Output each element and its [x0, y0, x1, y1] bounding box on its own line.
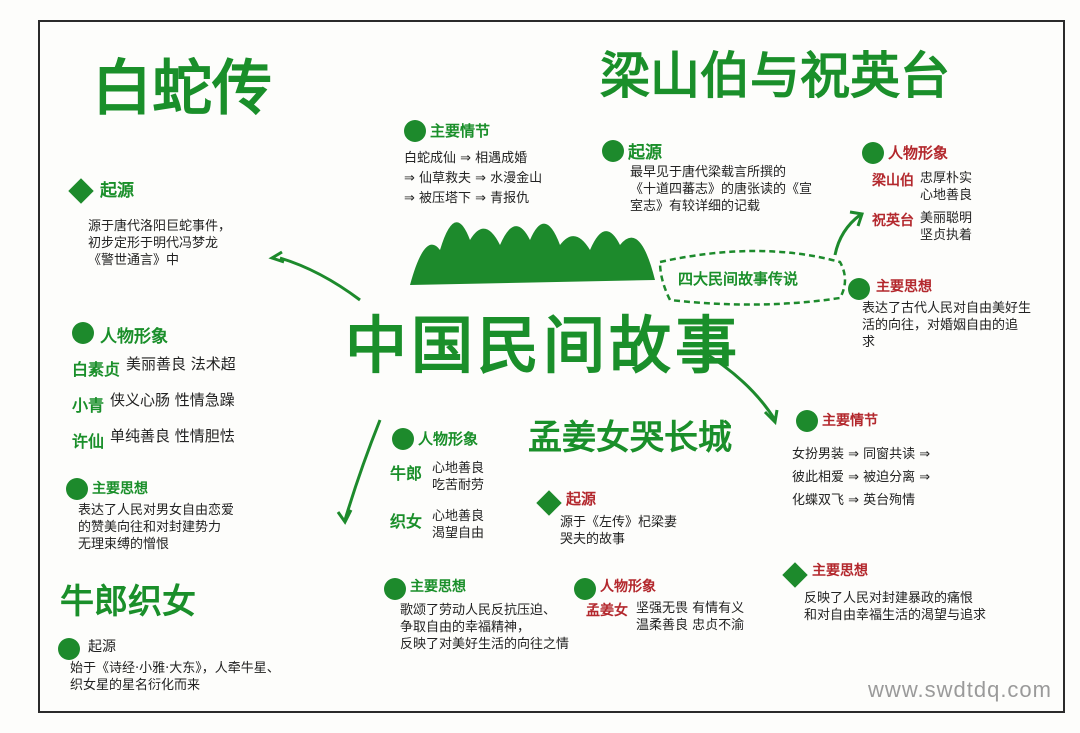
liangzhu-characters-label: 人物形象 — [888, 144, 949, 162]
niulang-characters-label: 人物形象 — [418, 430, 479, 448]
dot-icon — [574, 578, 596, 600]
dot-icon — [384, 578, 406, 600]
character-row: 梁山伯 忠厚朴实 心地善良 — [872, 170, 972, 204]
center-subtitle: 四大民间故事传说 — [678, 270, 799, 288]
niulang-origin-text: 始于《诗经·小雅·大东》，人牵牛星、 织女星的星名衍化而来 — [70, 661, 280, 693]
plot-line: 化蝶双飞 ⇒ 英台殉情 — [792, 493, 916, 508]
dot-icon — [66, 478, 88, 500]
liangzhu-character-list: 梁山伯 忠厚朴实 心地善良 祝英台 美丽聪明 坚贞执着 — [872, 170, 972, 244]
plot-line: ⇒ 被压塔下 ⇒ 青报仇 — [404, 191, 530, 206]
character-desc: 单纯善良 性情胆怯 — [110, 427, 235, 445]
character-desc: 美丽善良 法术超 — [126, 355, 236, 373]
character-row: 白素贞 美丽善良 法术超 — [72, 356, 236, 380]
character-row: 许仙 单纯善良 性情胆怯 — [72, 428, 236, 452]
baishe-characters-label: 人物形象 — [100, 327, 168, 347]
mengjiang-plot-list: 女扮男装 ⇒ 同窗共读 ⇒ 彼此相爱 ⇒ 被迫分离 ⇒ 化蝶双飞 ⇒ 英台殉情 — [792, 446, 930, 509]
character-name: 孟姜女 — [586, 603, 628, 619]
baishe-theme-label: 主要思想 — [92, 481, 148, 497]
character-row: 小青 侠义心肠 性情急躁 — [72, 392, 236, 416]
plot-line: 白蛇成仙 ⇒ 相遇成婚 — [404, 151, 528, 166]
watermark: www.swdtdq.com — [868, 677, 1052, 702]
liangzhu-origin-text: 最早见于唐代梁载言所撰的 《十道四蕃志》的唐张读的《宣 室志》有较详细的记载 — [630, 165, 813, 214]
mengjiang-theme-text: 反映了人民对封建暴政的痛恨 和对自由幸福生活的渴望与追求 — [804, 591, 987, 623]
dot-icon — [392, 428, 414, 450]
character-desc: 心地善良 渴望自由 — [432, 509, 485, 541]
plot-line: ⇒ 仙草救夫 ⇒ 水漫金山 — [404, 171, 543, 186]
dot-icon — [796, 410, 818, 432]
niulang-character-list: 牛郎 心地善良 吃苦耐劳 织女 心地善良 渴望自由 — [390, 460, 484, 542]
mengjiang-plot-label: 主要情节 — [822, 413, 878, 429]
page-border — [38, 20, 1065, 713]
plot-line: 女扮男装 ⇒ 同窗共读 ⇒ — [792, 447, 931, 462]
niulang-origin-label: 起源 — [88, 639, 116, 655]
mengjiang-origin-text: 源于《左传》杞梁妻 哭夫的故事 — [560, 515, 678, 547]
dot-icon — [848, 278, 870, 300]
dot-icon — [862, 142, 884, 164]
character-row: 祝英台 美丽聪明 坚贞执着 — [872, 210, 972, 244]
character-desc: 坚强无畏 有情有义 温柔善良 忠贞不渝 — [636, 601, 745, 633]
character-name: 牛郎 — [390, 464, 423, 483]
mengjiang-title: 孟姜女哭长城 — [528, 418, 732, 458]
arrow-to-mengjiang — [699, 348, 777, 421]
dot-icon — [58, 638, 80, 660]
liangzhu-origin-label: 起源 — [628, 143, 662, 163]
arrow-to-baishe — [279, 256, 361, 302]
niulang-theme-text: 歌颂了劳动人民反抗压迫、 争取自由的幸福精神， 反映了对美好生活的向往之情 — [400, 603, 570, 652]
baishe-origin-label: 起源 — [100, 181, 134, 201]
plot-line: 彼此相爱 ⇒ 被迫分离 ⇒ — [792, 470, 931, 485]
character-row: 织女 心地善良 渴望自由 — [390, 508, 484, 542]
character-desc: 侠义心肠 性情急躁 — [110, 391, 235, 409]
dot-icon — [602, 140, 624, 162]
baishe-origin-text: 源于唐代洛阳巨蛇事件， 初步定形于明代冯梦龙 《警世通言》中 — [88, 219, 232, 268]
character-name: 梁山伯 — [872, 173, 914, 189]
character-name: 小青 — [72, 396, 105, 415]
mengjiang-origin-label: 起源 — [566, 490, 597, 508]
liangzhu-theme-label: 主要思想 — [876, 279, 932, 295]
character-name: 白素贞 — [72, 360, 121, 379]
dot-icon — [72, 322, 94, 344]
character-row: 牛郎 心地善良 吃苦耐劳 — [390, 460, 484, 494]
baishe-theme-text: 表达了人民对男女自由恋爱 的赞美向往和对封建势力 无理束缚的憎恨 — [78, 503, 235, 552]
baishe-title: 白蛇传 — [92, 54, 272, 124]
niulang-title: 牛郎织女 — [60, 582, 196, 622]
character-desc: 心地善良 吃苦耐劳 — [432, 461, 485, 493]
liangzhu-theme-text: 表达了古代人民对自由美好生 活的向往，对婚姻自由的追 求 — [862, 301, 1032, 350]
liangzhu-title: 梁山伯与祝英台 — [600, 47, 950, 105]
mountain-illustration — [410, 222, 655, 285]
character-name: 祝英台 — [872, 213, 914, 229]
character-desc: 美丽聪明 坚贞执着 — [920, 211, 973, 243]
baishe-character-list: 白素贞 美丽善良 法术超 小青 侠义心肠 性情急躁 许仙 单纯善良 性情胆怯 — [72, 356, 236, 452]
niulang-theme-label: 主要思想 — [410, 579, 466, 595]
baishe-plot-label: 主要情节 — [430, 122, 491, 140]
center-title: 中国民间故事 — [345, 309, 742, 382]
mengjiang-character-row: 孟姜女 坚强无畏 有情有义 温柔善良 忠贞不渝 — [586, 600, 744, 634]
baishe-plot-list: 白蛇成仙 ⇒ 相遇成婚 ⇒ 仙草救夫 ⇒ 水漫金山 ⇒ 被压塔下 ⇒ 青报仇 — [404, 150, 542, 207]
arrow-to-liangzhu — [833, 213, 861, 256]
mengjiang-characters-label: 人物形象 — [600, 579, 656, 595]
character-name: 许仙 — [72, 432, 105, 451]
mengjiang-theme-label: 主要思想 — [812, 563, 868, 579]
character-name: 织女 — [390, 512, 423, 531]
character-desc: 忠厚朴实 心地善良 — [920, 171, 973, 203]
arrow-to-niulang — [343, 419, 382, 521]
dot-icon — [404, 120, 426, 142]
